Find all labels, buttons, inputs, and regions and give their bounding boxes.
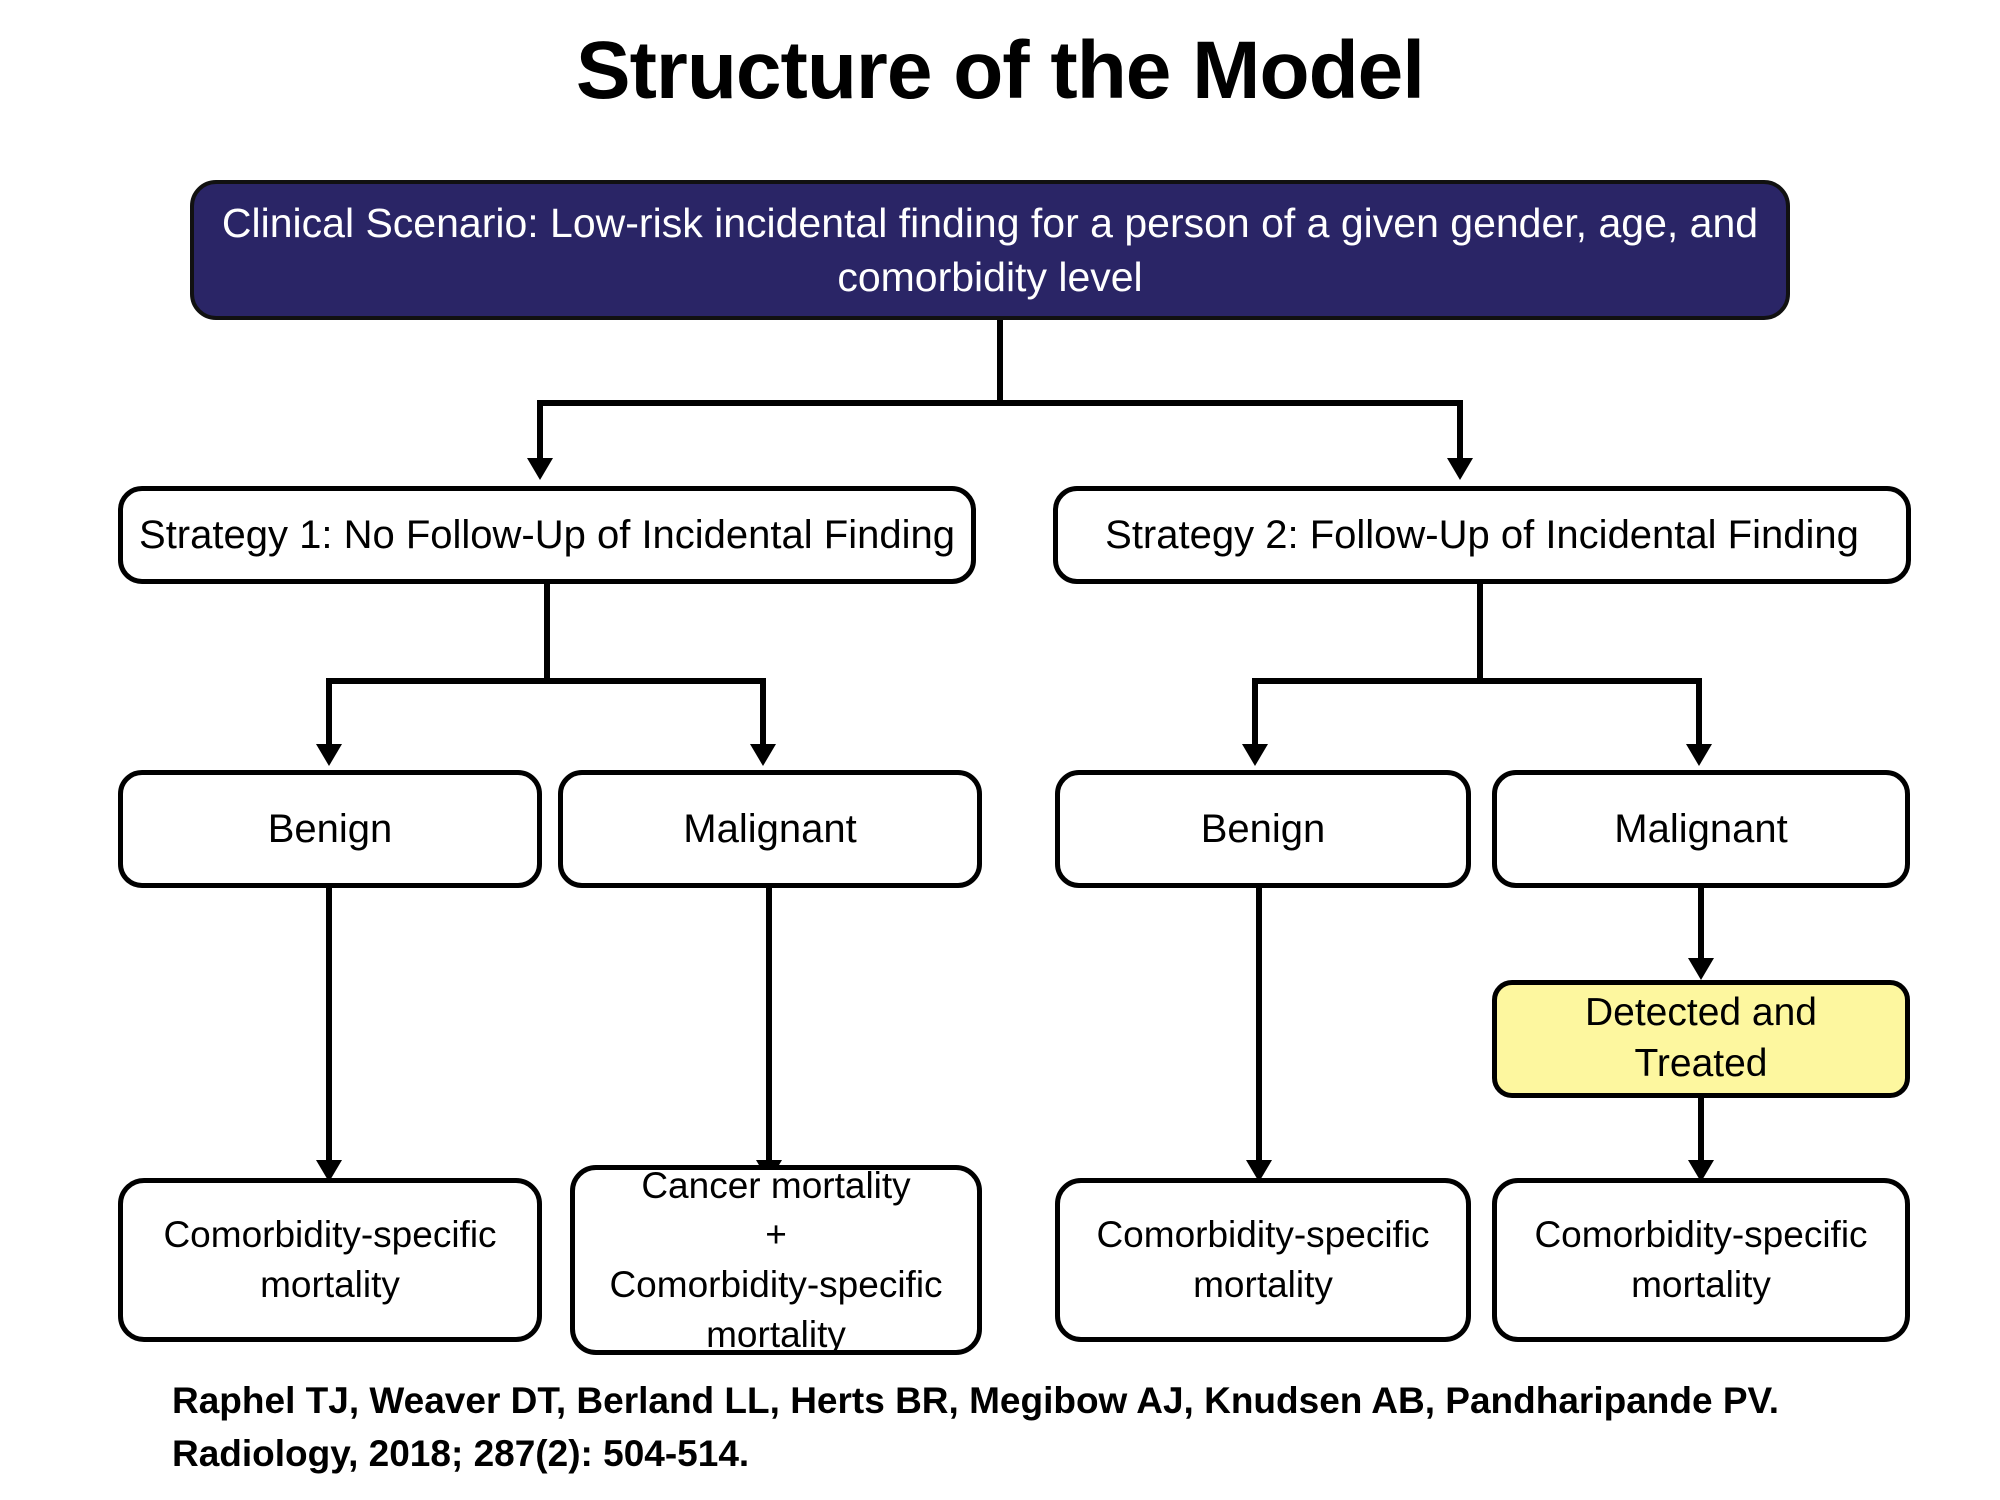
node-s1-malignant-outcome-label: Cancer mortality + Comorbidity-specific … bbox=[609, 1164, 943, 1355]
edge-s1-malignant-to-outcome bbox=[766, 888, 772, 1168]
node-strategy-2[interactable]: Strategy 2: Follow-Up of Incidental Find… bbox=[1053, 486, 1911, 584]
edge-to-strategy2 bbox=[1457, 400, 1463, 462]
node-s2-benign[interactable]: Benign bbox=[1055, 770, 1471, 888]
edge-to-strategy1 bbox=[537, 400, 543, 462]
node-s1-benign-outcome[interactable]: Comorbidity-specific mortality bbox=[118, 1178, 542, 1342]
node-strategy-2-label: Strategy 2: Follow-Up of Incidental Find… bbox=[1105, 512, 1859, 557]
arrowhead-to-strategy1 bbox=[527, 458, 553, 480]
arrowhead-to-strategy2 bbox=[1447, 458, 1473, 480]
arrowhead-s1-benign-outcome bbox=[316, 1160, 342, 1182]
edge-strategy1-to-malignant bbox=[760, 678, 766, 748]
node-s2-benign-outcome-label: Comorbidity-specific mortality bbox=[1096, 1214, 1430, 1305]
edge-scenario-stem bbox=[997, 320, 1003, 404]
edge-strategy1-to-benign bbox=[326, 678, 332, 748]
arrowhead-s2-benign-outcome bbox=[1246, 1160, 1272, 1182]
edge-strategy2-stem bbox=[1477, 584, 1483, 684]
node-s1-benign-label: Benign bbox=[267, 806, 393, 851]
node-s2-malignant-outcome-label: Comorbidity-specific mortality bbox=[1534, 1214, 1868, 1305]
edge-strategy2-bus bbox=[1252, 678, 1702, 684]
arrowhead-s2-malignant-treated bbox=[1688, 958, 1714, 980]
edge-s1-benign-to-outcome bbox=[326, 888, 332, 1168]
node-clinical-scenario[interactable]: Clinical Scenario: Low-risk incidental f… bbox=[190, 180, 1790, 320]
node-strategy-1[interactable]: Strategy 1: No Follow-Up of Incidental F… bbox=[118, 486, 976, 584]
node-s2-malignant-label: Malignant bbox=[1614, 806, 1788, 851]
node-detected-and-treated[interactable]: Detected and Treated bbox=[1492, 980, 1910, 1098]
node-strategy-1-label: Strategy 1: No Follow-Up of Incidental F… bbox=[139, 512, 955, 557]
arrowhead-strategy2-malignant bbox=[1686, 744, 1712, 766]
node-clinical-scenario-label: Clinical Scenario: Low-risk incidental f… bbox=[221, 199, 1759, 300]
node-s1-malignant-label: Malignant bbox=[683, 806, 857, 851]
page-title: Structure of the Model bbox=[575, 25, 1425, 116]
arrowhead-strategy1-benign bbox=[316, 744, 342, 766]
edge-treated-to-outcome bbox=[1698, 1098, 1704, 1168]
node-s1-benign-outcome-label: Comorbidity-specific mortality bbox=[163, 1214, 497, 1305]
arrowhead-treated-outcome bbox=[1688, 1160, 1714, 1182]
edge-strategy1-bus bbox=[326, 678, 766, 684]
edge-strategy1-stem bbox=[544, 584, 550, 684]
node-s2-benign-label: Benign bbox=[1200, 806, 1326, 851]
citation-text: Raphel TJ, Weaver DT, Berland LL, Herts … bbox=[172, 1380, 1780, 1474]
arrowhead-strategy1-malignant bbox=[750, 744, 776, 766]
node-s2-benign-outcome[interactable]: Comorbidity-specific mortality bbox=[1055, 1178, 1471, 1342]
arrowhead-strategy2-benign bbox=[1242, 744, 1268, 766]
node-s1-benign[interactable]: Benign bbox=[118, 770, 542, 888]
edge-strategy2-to-malignant bbox=[1696, 678, 1702, 748]
edge-scenario-bus bbox=[537, 400, 1463, 406]
node-detected-and-treated-label: Detected and Treated bbox=[1584, 991, 1817, 1085]
node-s2-malignant-outcome[interactable]: Comorbidity-specific mortality bbox=[1492, 1178, 1910, 1342]
edge-strategy2-to-benign bbox=[1252, 678, 1258, 748]
edge-s2-malignant-to-treated bbox=[1698, 888, 1704, 966]
node-s1-malignant-outcome[interactable]: Cancer mortality + Comorbidity-specific … bbox=[570, 1165, 982, 1355]
node-s1-malignant[interactable]: Malignant bbox=[558, 770, 982, 888]
edge-s2-benign-to-outcome bbox=[1256, 888, 1262, 1168]
node-s2-malignant[interactable]: Malignant bbox=[1492, 770, 1910, 888]
